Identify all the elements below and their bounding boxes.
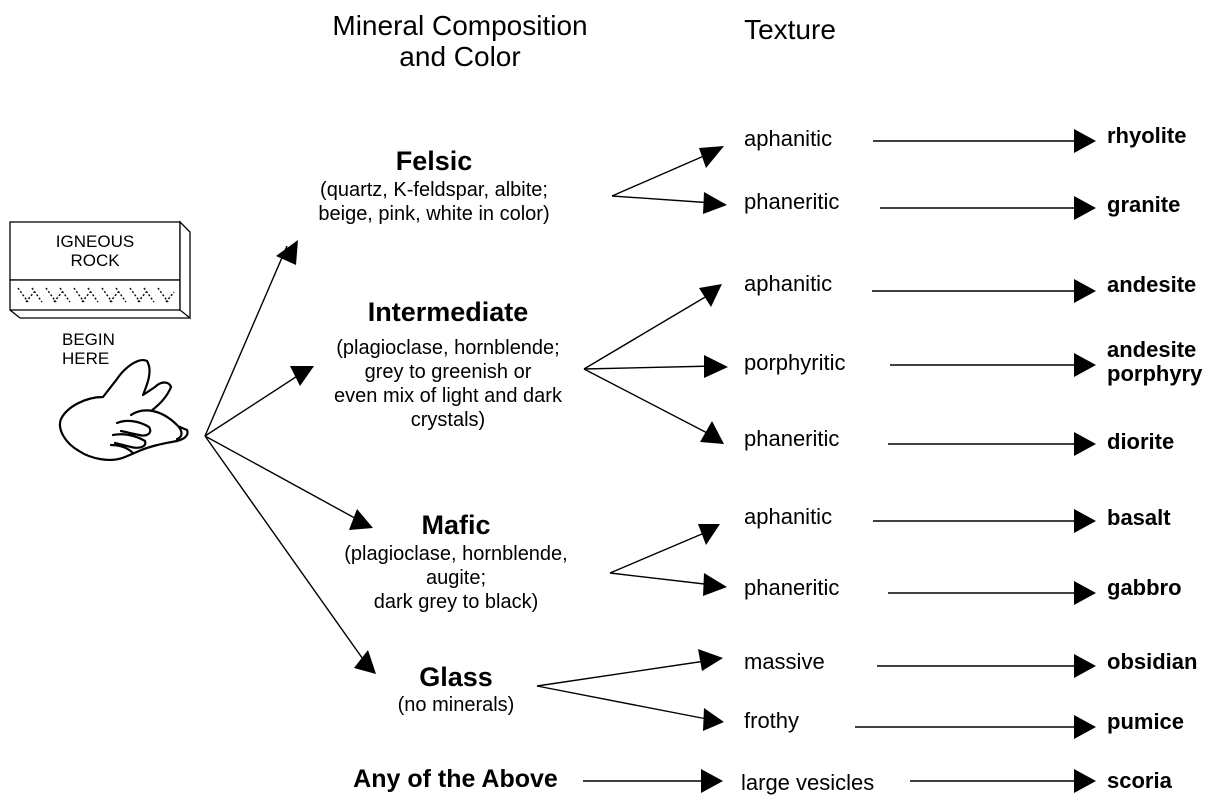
rock-diorite: diorite (1107, 429, 1175, 454)
rock-rhyolite: rhyolite (1107, 123, 1187, 148)
category-mafic-desc: (plagioclase, hornblende, augite; dark g… (344, 543, 568, 613)
category-intermediate: Intermediate (plagioclase, hornblende; g… (298, 297, 598, 432)
rock-obsidian: obsidian (1107, 649, 1198, 674)
header-composition: Mineral Composition and Color (332, 10, 588, 72)
category-any-of-the-above: Any of the Above (353, 765, 558, 793)
texture-mafic-phaneritic: phaneritic (744, 575, 840, 600)
category-intermediate-name: Intermediate (367, 297, 529, 327)
arrowheads (276, 129, 1096, 793)
texture-mafic-aphanitic: aphanitic (744, 504, 833, 529)
category-mafic-name: Mafic (421, 510, 491, 540)
texture-felsic-aphanitic: aphanitic (744, 126, 833, 151)
texture-intermediate-aphanitic: aphanitic (744, 271, 833, 296)
texture-glass-massive: massive (744, 649, 825, 674)
rock-pumice: pumice (1107, 709, 1185, 734)
texture-intermediate-phaneritic: phaneritic (744, 426, 840, 451)
category-glass-name: Glass (419, 662, 493, 692)
category-glass: Glass (no minerals) (306, 662, 606, 717)
texture-large-vesicles: large vesicles (741, 770, 875, 795)
category-felsic-name: Felsic (395, 146, 473, 176)
rock-andesite-porphyry: andesite porphyry (1107, 337, 1203, 386)
rock-granite: granite (1107, 192, 1181, 217)
category-intermediate-desc: (plagioclase, hornblende; grey to greeni… (334, 337, 562, 431)
texture-intermediate-porphyritic: porphyritic (744, 350, 846, 375)
category-glass-desc: (no minerals) (397, 694, 515, 716)
igneous-rock-block-icon (9, 220, 191, 320)
category-felsic-desc: (quartz, K-feldspar, albite; beige, pink… (318, 179, 550, 225)
texture-glass-frothy: frothy (744, 708, 800, 733)
category-felsic: Felsic (quartz, K-feldspar, albite; beig… (284, 146, 584, 226)
pointing-hand-icon (58, 359, 189, 461)
rock-scoria: scoria (1107, 768, 1172, 793)
header-texture: Texture (744, 14, 836, 45)
rock-andesite: andesite (1107, 272, 1197, 297)
rock-basalt: basalt (1107, 505, 1171, 530)
igneous-rock-label: IGNEOUS ROCK (55, 232, 135, 270)
texture-felsic-phaneritic: phaneritic (744, 189, 840, 214)
category-mafic: Mafic (plagioclase, hornblende, augite; … (306, 510, 606, 614)
rock-gabbro: gabbro (1107, 575, 1182, 600)
begin-here-label: BEGIN HERE (62, 330, 115, 368)
